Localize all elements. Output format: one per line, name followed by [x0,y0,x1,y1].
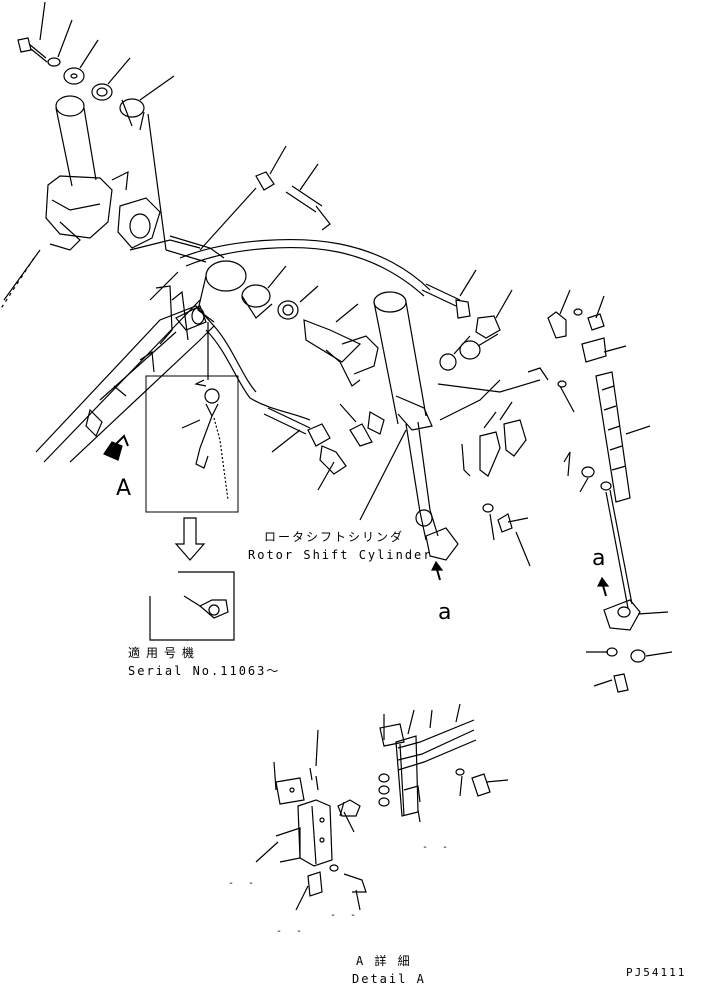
view-a-letter: A [116,476,132,501]
arrow-a-letter-right: a [592,546,606,571]
dash-marker: - - [228,878,259,889]
upper-hose [179,145,431,297]
inset-chain [145,322,239,513]
serial-label-jp: 適用号機 [128,646,201,660]
detail-label-jp: A 詳 細 [356,954,412,968]
arrow-a-letter-center: a [438,600,452,625]
detail-a-assembly [255,703,509,911]
dash-marker: - - [276,926,307,937]
main-frame [35,235,247,463]
dash-marker: - - [422,842,453,853]
down-arrow [174,517,206,561]
top-bolt-stack [17,1,175,251]
view-a-arrow [103,434,129,461]
rotor-shift-label-jp: ロータシフトシリンダ [264,530,405,544]
main-pin [0,95,161,311]
drawing-code: PJ54111 [626,966,687,979]
cylinder-bracket-parts [461,401,531,567]
rotor-shift-cylinder [359,291,541,561]
detail-label-en: Detail A [352,972,426,986]
inset-serial [149,571,235,641]
right-linkage [527,289,673,693]
lower-hose [205,325,385,491]
upper-right-fitting [421,269,513,371]
dash-marker: - - [330,910,361,921]
arrow-a-markers [431,560,610,597]
rotor-shift-label-en: Rotor Shift Cylinder [248,548,433,562]
serial-label-en: Serial No.11063～ [128,664,281,678]
cross-shaft [241,265,379,387]
